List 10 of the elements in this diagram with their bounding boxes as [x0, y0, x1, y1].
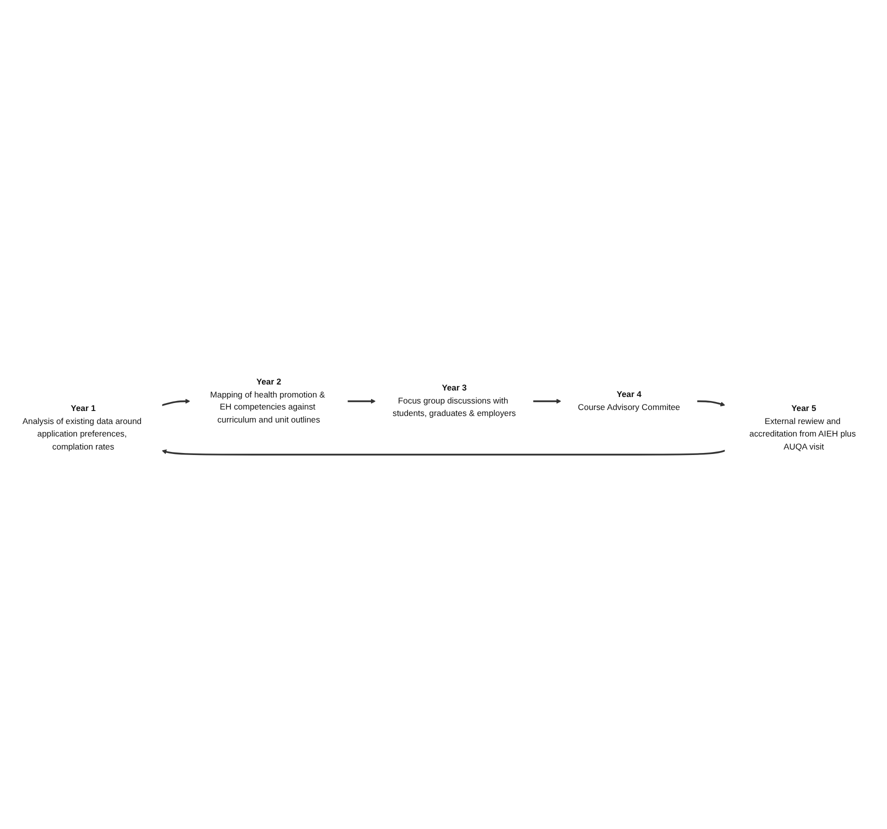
- arrow: [532, 398, 562, 404]
- node-text: Year 4 Course Advisory Commitee: [578, 390, 680, 412]
- arrow: [162, 449, 726, 456]
- node-text: Year 2 Mapping of health promotion & EH competencies against curriculum and unit outlines: [210, 376, 325, 424]
- arrow: [347, 398, 376, 404]
- arrow: [162, 398, 190, 406]
- node-text: Year 3 Focus group discussions with students, graduates & employers: [392, 383, 516, 418]
- node-text: Year 5 External rewiew and accreditation from AIEH plus AUQA visit: [749, 404, 856, 452]
- node-text: Year 1 Analysis of existing data around application preferences, complation rates: [22, 404, 142, 452]
- arrow: [696, 400, 726, 406]
